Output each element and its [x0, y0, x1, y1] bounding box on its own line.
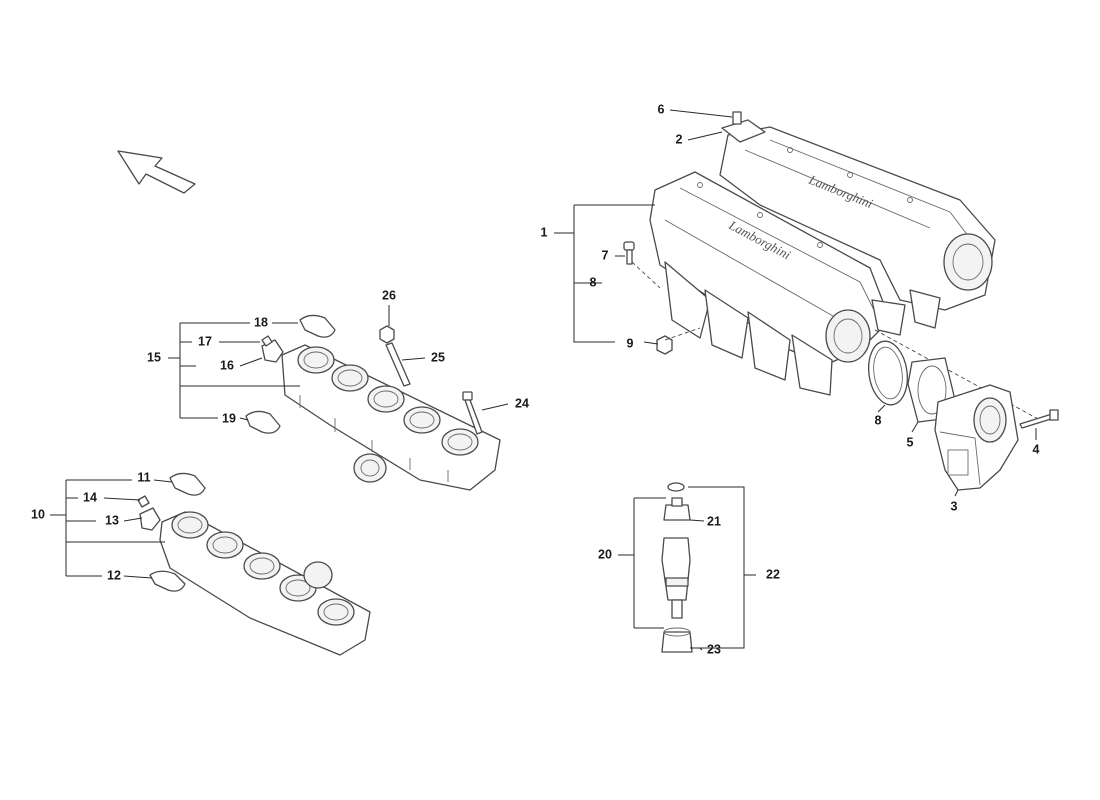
cover-bracket — [721, 111, 766, 143]
callout-18: 18 — [254, 315, 268, 329]
gasket-8 — [868, 340, 908, 406]
callout-10: 10 — [31, 507, 45, 521]
callout-20: 20 — [598, 547, 612, 561]
front-bore — [825, 309, 871, 363]
seal-23 — [661, 631, 693, 653]
clip-21 — [663, 504, 691, 521]
callout-6: 6 — [658, 102, 665, 116]
callout-12: 12 — [107, 568, 121, 582]
callout-25: 25 — [431, 350, 445, 364]
nut-26 — [379, 325, 395, 344]
callout-22: 22 — [766, 567, 780, 581]
injector-assembly — [661, 482, 693, 653]
runner-assembly-lower — [159, 511, 371, 656]
callout-8-right: 8 — [875, 413, 882, 427]
bolt-4 — [1019, 409, 1059, 429]
callout-15: 15 — [147, 350, 161, 364]
callout-9: 9 — [627, 336, 634, 350]
callout-8-left: 8 — [590, 275, 597, 289]
callout-labels: 1 2 3 4 5 6 7 8 8 9 10 11 12 13 14 15 16… — [31, 102, 1039, 656]
screw-17 — [261, 335, 273, 347]
callout-24: 24 — [515, 396, 529, 410]
callout-2: 2 — [676, 132, 683, 146]
callout-5: 5 — [907, 435, 914, 449]
bolt-24 — [462, 391, 483, 435]
callout-11: 11 — [137, 470, 150, 484]
gasket-18 — [299, 314, 336, 338]
screw-14 — [137, 495, 150, 508]
o-ring-top — [667, 482, 685, 492]
direction-arrow — [117, 150, 196, 194]
callout-7: 7 — [602, 248, 609, 262]
callout-14: 14 — [83, 490, 97, 504]
callout-19: 19 — [222, 411, 236, 425]
throttle-body-3 — [934, 384, 1019, 491]
callout-16: 16 — [220, 358, 234, 372]
nut-9 — [656, 335, 673, 355]
sensor-13 — [139, 507, 161, 531]
callout-1: 1 — [541, 225, 548, 239]
callout-4: 4 — [1033, 442, 1040, 456]
callout-13: 13 — [105, 513, 119, 527]
callout-17: 17 — [198, 334, 212, 348]
gasket-11 — [169, 472, 206, 496]
callout-21: 21 — [707, 514, 721, 528]
callout-3: 3 — [951, 499, 958, 513]
callout-26: 26 — [382, 288, 396, 302]
runner-assembly-upper — [281, 344, 501, 491]
gasket-12 — [149, 570, 186, 592]
bolt-6 — [732, 111, 742, 125]
stud-25 — [385, 342, 411, 387]
leader-lines — [50, 109, 1037, 651]
callout-23: 23 — [707, 642, 721, 656]
screw-7 — [623, 241, 635, 265]
intake-manifold: Lamborghini Lamborghini — [649, 126, 996, 396]
gasket-19 — [245, 410, 281, 434]
rear-bore — [943, 233, 993, 291]
injector-body — [661, 537, 691, 601]
